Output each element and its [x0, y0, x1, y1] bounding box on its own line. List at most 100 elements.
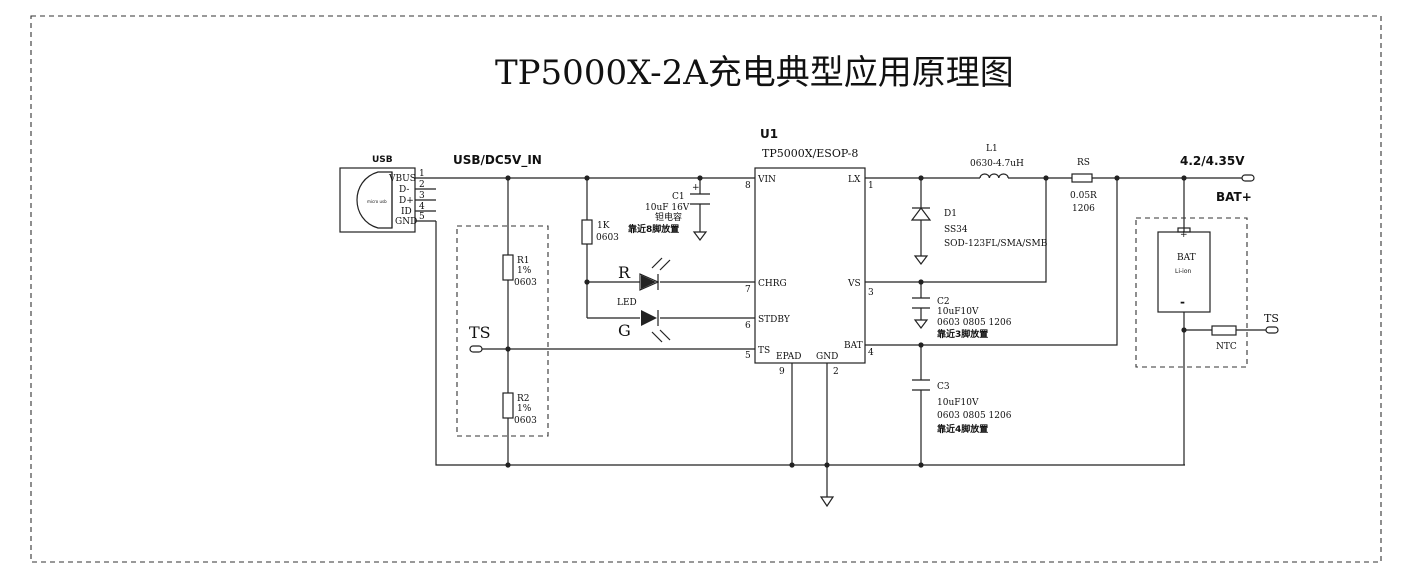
ground-symbol-c2: [913, 319, 929, 329]
c1-value: 10uF 16V: [645, 203, 690, 213]
diagram-title: TP5000X-2A充电典型应用原理图: [495, 53, 1014, 93]
ic-pinnum-bat: 4: [868, 348, 874, 358]
capacitor-c1: + C1 10uF 16V 钽电容 靠近8脚放置: [628, 183, 710, 241]
ground-symbol: [819, 496, 835, 508]
d1-package: SOD-123FL/SMA/SMB: [944, 239, 1048, 249]
led-red-label: R: [618, 263, 631, 282]
ic-part: TP5000X/ESOP-8: [762, 147, 858, 160]
usb-inner-label: micro usb: [367, 199, 387, 204]
c1-ref: C1: [672, 192, 685, 202]
capacitor-c2: C2 10uF10V 0603 0805 1206 靠近3脚放置: [912, 297, 1012, 340]
ground-symbol-d1: [913, 255, 929, 265]
junctions: [505, 175, 1187, 468]
c3-note: 靠近4脚放置: [937, 423, 988, 435]
r1-tol: 1%: [517, 266, 532, 276]
usb-pinnum-1: 1: [419, 169, 425, 179]
ts-left-port: TS: [469, 323, 491, 353]
usb-net-label: USB/DC5V_IN: [453, 153, 542, 168]
ic-pin-chrg: CHRG: [758, 279, 787, 289]
c1-note: 靠近8脚放置: [628, 223, 679, 235]
outer-frame: [30, 15, 1382, 563]
resistor-r1: R1 1% 0603: [502, 254, 537, 288]
ic-ref: U1: [760, 127, 778, 141]
battery-ref: BAT: [1177, 253, 1196, 263]
c2-package: 0603 0805 1206: [937, 318, 1012, 328]
r2-tol: 1%: [517, 404, 532, 414]
resistor-rs: RS 0.05R 1206: [1070, 158, 1097, 214]
rs-value: 0.05R: [1070, 191, 1097, 201]
ic-pin-lx: LX: [848, 175, 861, 185]
usb-pinnum-2: 2: [419, 180, 425, 190]
inductor-l1: L1 0630-4.7uH: [970, 144, 1024, 179]
usb-pin-vbus: VBUS: [388, 174, 416, 184]
r2-package: 0603: [514, 416, 537, 426]
c3-package: 0603 0805 1206: [937, 411, 1012, 421]
battery-box: [1135, 217, 1248, 368]
usb-connector: USB micro usb VBUS D- D+ ID GND 1 2 3 4 …: [339, 155, 436, 233]
battery-type: Li-ion: [1175, 268, 1192, 275]
led-green: G: [618, 310, 671, 343]
r1-package: 0603: [514, 278, 537, 288]
usb-pinnum-5: 5: [419, 212, 425, 222]
ic-pin-vs: VS: [847, 279, 861, 289]
l1-value: 0630-4.7uH: [970, 159, 1024, 169]
ic-pin-vin: VIN: [757, 175, 776, 185]
c2-note: 靠近3脚放置: [937, 328, 988, 340]
ic-pinnum-chrg: 7: [745, 285, 751, 295]
usb-label: USB: [372, 155, 393, 165]
d1-ref: D1: [944, 209, 957, 219]
output-port: 4.2/4.35V BAT+: [1180, 154, 1255, 204]
ic-pinnum-vin: 8: [745, 181, 751, 191]
c2-ref: C2: [937, 297, 950, 307]
ic-pinnum-epad: 9: [779, 367, 785, 377]
usb-pin-gnd: GND: [395, 217, 417, 227]
c1-type: 钽电容: [655, 211, 682, 223]
r1k-ref: 1K: [597, 221, 610, 231]
ic-pinnum-stdby: 6: [745, 321, 751, 331]
battery: + BAT Li-ion -: [1157, 227, 1211, 313]
capacitor-c3: C3 10uF10V 0603 0805 1206 靠近4脚放置: [912, 379, 1012, 435]
ic-pin-gnd: GND: [816, 352, 838, 362]
c1-plus: +: [692, 183, 700, 193]
usb-pinnum-3: 3: [419, 191, 425, 201]
bat-plus-label: BAT+: [1216, 190, 1252, 204]
c3-value: 10uF10V: [937, 398, 979, 408]
wires: [435, 177, 1266, 497]
usb-pin-dminus: D-: [399, 185, 409, 195]
led-label: LED: [617, 298, 637, 308]
ic-pin-epad: EPAD: [776, 352, 802, 362]
battery-plus: +: [1180, 230, 1188, 240]
ntc-ref: NTC: [1216, 342, 1237, 352]
ic-pin-bat: BAT: [844, 341, 863, 351]
usb-pin-id: ID: [401, 207, 412, 217]
resistor-ntc: NTC: [1211, 325, 1237, 352]
ts-left-label: TS: [469, 323, 491, 342]
ic-pinnum-gnd: 2: [833, 367, 839, 377]
ic-pin-ts: TS: [758, 346, 770, 356]
r1k-package: 0603: [596, 233, 619, 243]
usb-pin-dplus: D+: [399, 196, 414, 206]
ic-pinnum-ts: 5: [745, 351, 751, 361]
ic-pinnum-vs: 3: [868, 288, 874, 298]
ts-right-label: TS: [1264, 312, 1279, 325]
c2-value: 10uF10V: [937, 307, 979, 317]
led-green-label: G: [618, 321, 631, 340]
r2-ref: R2: [517, 394, 530, 404]
resistor-1k: 1K 0603: [581, 219, 619, 245]
l1-ref: L1: [986, 144, 998, 154]
diode-d1: D1 SS34 SOD-123FL/SMA/SMB: [910, 207, 1048, 249]
ic-pin-stdby: STDBY: [758, 315, 791, 325]
rs-ref: RS: [1077, 158, 1090, 168]
resistor-r2: R2 1% 0603: [502, 392, 537, 426]
output-voltage-label: 4.2/4.35V: [1180, 154, 1245, 168]
battery-minus: -: [1180, 295, 1185, 309]
ic-pinnum-lx: 1: [868, 181, 874, 191]
r1-ref: R1: [517, 256, 530, 266]
usb-pinnum-4: 4: [419, 202, 425, 212]
ic-u1: U1 TP5000X/ESOP-8 VIN 8 CHRG 7 STDBY 6 T…: [745, 127, 874, 377]
c3-ref: C3: [937, 382, 950, 392]
ts-divider-box: [456, 225, 549, 437]
rs-package: 1206: [1072, 204, 1095, 214]
ts-right-port: TS: [1264, 312, 1279, 334]
